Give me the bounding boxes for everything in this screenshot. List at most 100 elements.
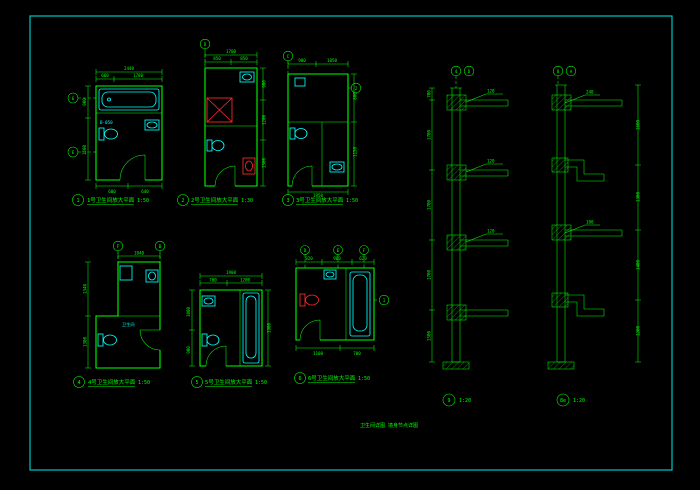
note-label: 100 — [586, 220, 594, 225]
detail-4: F B 1040 1340 1300 卫生间 4 4号卫生间放大平面 1:50 — [73, 240, 166, 388]
wall-section-2: 8 A 240 100 1600 1300 1400 1200 8e 1:20 — [547, 65, 641, 407]
dim-label: 1700 — [427, 199, 432, 210]
section-1-dims: 700 1700 1700 1700 1500 — [427, 87, 435, 363]
section-1-label: 9 1:20 — [442, 393, 471, 407]
grid-bubble-label: E — [72, 150, 75, 155]
detail-number: 5 — [195, 380, 198, 386]
sheet-footer: 卫生间详图 墙身节点详图 — [360, 422, 418, 429]
toilet — [289, 127, 308, 140]
grid-bubble: 8 — [552, 65, 564, 85]
grid-bubble: F — [359, 245, 369, 268]
dim-label: 1900 — [226, 270, 237, 275]
bathtub — [242, 292, 260, 364]
grid-bubble-label: 8 — [557, 69, 560, 74]
detail-scale: 1:50 — [346, 198, 358, 204]
sink — [329, 161, 345, 173]
dim-label: 1400 — [636, 259, 641, 270]
dim-label: 1700 — [427, 269, 432, 280]
grid-bubble: D — [463, 65, 475, 77]
dim-label: 1200 — [240, 278, 251, 283]
partition-wall — [288, 121, 348, 186]
detail-4-title: 4 4号卫生间放大平面 1:50 — [73, 376, 150, 388]
note-label: 120 — [487, 159, 495, 164]
detail-5-dims: 1900 700 1200 1000 900 1900 — [186, 270, 272, 367]
dim-label: 620 — [359, 256, 367, 261]
detail-6-dims: 820 900 620 1100 700 — [295, 256, 375, 356]
detail-number: 6 — [298, 376, 301, 382]
detail-5-title: 5 5号卫生间放大平面 1:50 — [191, 376, 267, 388]
washer — [294, 77, 306, 87]
dim-label: 900 — [262, 80, 267, 88]
wall-outline — [204, 67, 258, 187]
grid-bubble: D — [300, 245, 310, 268]
detail-title: 2号卫生间放大平面 — [191, 196, 239, 204]
sink — [239, 71, 255, 83]
floor-slabs — [446, 94, 509, 321]
dim-label: 600 — [108, 189, 116, 194]
grid-bubble-label: B — [159, 244, 162, 249]
dim-label: 1340 — [83, 283, 88, 294]
grid-bubble-label: A — [570, 69, 573, 74]
room-note: 卫生间 — [122, 321, 135, 328]
detail-1-dims: 2440 660 1780 900 1500 600 640 — [82, 66, 163, 194]
sink — [323, 269, 337, 280]
bathtub — [98, 88, 160, 111]
shower — [206, 97, 233, 123]
grid-bubble: E — [333, 245, 343, 268]
dim-label: 1200 — [636, 325, 641, 336]
wall-section-1: 4 D 120 120 120 700 1700 1700 1700 1500 … — [427, 65, 509, 407]
detail-title: 1号卫生间放大平面 — [87, 196, 135, 204]
dim-label: 820 — [305, 256, 313, 261]
grid-bubble-label: 1 — [383, 298, 386, 303]
ground-hatch — [547, 361, 575, 370]
ground-hatch — [442, 361, 470, 370]
detail-scale: 1:50 — [137, 198, 149, 204]
drawing-border — [29, 15, 673, 471]
detail-5: 1900 700 1200 1000 900 1900 5 5号卫生间放大平面 … — [186, 270, 272, 388]
dim-label: 1050 — [327, 58, 338, 63]
grid-bubble-label: F — [117, 244, 120, 249]
dim-label: 1780 — [133, 73, 144, 78]
detail-scale: 1:50 — [255, 380, 267, 386]
dim-label: 850 — [213, 56, 221, 61]
toilet — [206, 139, 225, 152]
detail-number: 2 — [181, 198, 184, 204]
leader-notes: 240 100 — [564, 90, 600, 234]
dim-label: 1300 — [636, 191, 641, 202]
grid-bubble-label: F — [363, 248, 366, 253]
dim-label: 700 — [209, 278, 217, 283]
detail-title: 5号卫生间放大平面 — [205, 378, 253, 386]
dim-label: 900 — [82, 98, 87, 106]
grid-bubble: 1 — [374, 294, 390, 306]
bathtub — [349, 271, 371, 337]
dim-label: 660 — [101, 73, 109, 78]
grid-bubble-label: D — [304, 248, 307, 253]
grid-bubble-label: D — [204, 42, 207, 47]
grid-bubble-label: 2 — [355, 86, 358, 91]
dim-label: 1500 — [427, 330, 432, 341]
dim-label: 1700 — [427, 129, 432, 140]
dim-label: 1900 — [267, 322, 272, 333]
grid-bubble-label: 4 — [455, 69, 458, 74]
detail-2: 1700 850 850 900 1200 1300 D 2 2号卫生间放大平面… — [177, 38, 267, 206]
dim-label: 1100 — [313, 351, 324, 356]
detail-4-dims: 1040 1340 1300 — [83, 251, 161, 369]
detail-title: 3号卫生间放大平面 — [296, 196, 344, 204]
detail-3-title: 3 3号卫生间放大平面 1:50 — [282, 194, 358, 206]
door-arc — [214, 165, 236, 187]
dim-label: 700 — [353, 351, 361, 356]
dim-label: 1040 — [134, 251, 145, 256]
dim-label: 1150 — [353, 146, 358, 157]
dim-label: 700 — [427, 90, 432, 98]
sink — [144, 119, 160, 131]
detail-scale: 1:50 — [358, 376, 370, 382]
wall-lines — [555, 84, 567, 363]
detail-1: 2440 660 1780 900 1500 600 640 6 E B-050… — [67, 66, 163, 206]
detail-title: 4号卫生间放大平面 — [88, 378, 136, 386]
grid-bubble: 4 — [450, 65, 462, 88]
section-id: 9 — [447, 398, 450, 404]
dim-label: 900 — [298, 58, 306, 63]
dim-label: 1950 — [313, 193, 324, 198]
